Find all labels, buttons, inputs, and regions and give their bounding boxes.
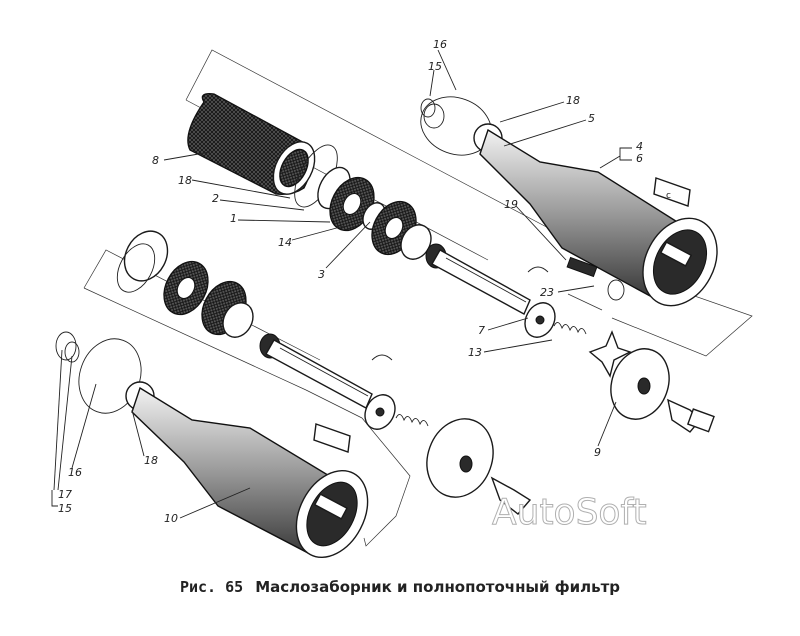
label-8: 8 bbox=[152, 154, 159, 167]
label-10: 10 bbox=[164, 512, 178, 525]
figure-caption: Рис. 65 Маслозаборник и полнопоточный фил… bbox=[0, 578, 800, 596]
figure-number: Рис. 65 bbox=[179, 578, 244, 596]
bolt-and-clip bbox=[527, 256, 625, 301]
part-labels: 16 15 18 5 4 6 8 18 2 1 14 3 19 23 7 13 … bbox=[58, 38, 643, 525]
label-15-low: 15 bbox=[58, 502, 72, 515]
figure-title: Маслозаборник и полнопоточный фильтр bbox=[255, 578, 621, 596]
label-18-mid: 18 bbox=[178, 174, 192, 187]
label-18-top: 18 bbox=[566, 94, 580, 107]
lower-spring bbox=[395, 414, 429, 427]
lower-mesh-discs bbox=[116, 230, 254, 338]
lower-cover bbox=[426, 418, 532, 515]
filter-element-mesh bbox=[187, 93, 316, 196]
label-6: 6 bbox=[636, 152, 643, 165]
lower-housing bbox=[55, 331, 369, 559]
upper-housing: c bbox=[420, 96, 718, 307]
upper-rod bbox=[425, 243, 556, 338]
upper-cover-valve bbox=[588, 330, 715, 433]
upper-mesh-discs bbox=[329, 176, 432, 260]
label-16-top: 16 bbox=[433, 38, 447, 51]
label-16-low: 16 bbox=[68, 466, 82, 479]
lower-rod bbox=[259, 333, 396, 430]
label-7: 7 bbox=[478, 324, 485, 337]
label-5: 5 bbox=[588, 112, 595, 125]
label-18-low: 18 bbox=[144, 454, 158, 467]
label-2: 2 bbox=[212, 192, 219, 205]
label-17: 17 bbox=[58, 488, 72, 501]
label-4: 4 bbox=[636, 140, 643, 153]
label-14: 14 bbox=[278, 236, 292, 249]
label-15-top: 15 bbox=[428, 60, 442, 73]
watermark: AutoSoft bbox=[492, 492, 648, 534]
upper-spring bbox=[553, 322, 587, 335]
label-23: 23 bbox=[540, 286, 554, 299]
label-3: 3 bbox=[318, 268, 325, 281]
label-1: 1 bbox=[230, 212, 237, 225]
leader-lines bbox=[51, 49, 632, 519]
label-13: 13 bbox=[468, 346, 482, 359]
label-19: 19 bbox=[504, 198, 518, 211]
label-9: 9 bbox=[594, 446, 601, 459]
upper-assembly-frame bbox=[185, 49, 753, 357]
svg-text:c: c bbox=[666, 191, 671, 201]
